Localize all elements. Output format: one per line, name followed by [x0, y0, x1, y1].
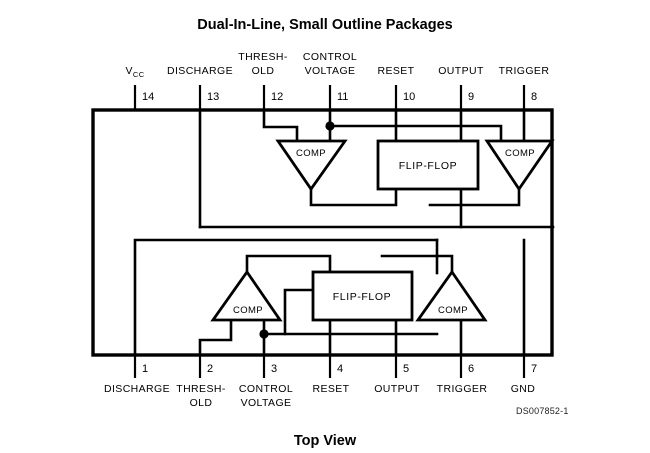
lower-left-comparator-label: COMP	[233, 305, 263, 316]
top-pin-number-13: 13	[207, 91, 219, 103]
wire-lower-ff-input-a	[283, 288, 315, 336]
top-pin-labels: VCC DISCHARGE THRESH- OLD CONTROL VOLTAG…	[125, 51, 550, 79]
bottom-pin-number-5: 5	[403, 363, 409, 375]
top-pin-11-label-line2: VOLTAGE	[305, 65, 356, 77]
flipflop-box	[311, 270, 414, 322]
lower-right-comparator: COMP	[415, 269, 488, 322]
top-pin-13-label: DISCHARGE	[167, 65, 233, 77]
upper-right-comparator: COMP	[484, 139, 555, 192]
top-pin-number-8: 8	[531, 91, 537, 103]
top-pin-10-label: RESET	[377, 65, 414, 77]
wire-lower-comp-right-output	[380, 254, 454, 274]
upper-left-comparator-label: COMP	[296, 148, 326, 159]
flipflop-box	[376, 139, 480, 191]
lower-left-comparator: COMP	[210, 269, 283, 322]
bottom-pin-number-1: 1	[142, 363, 148, 375]
bottom-pin-number-4: 4	[337, 363, 343, 375]
footer-caption: Top View	[294, 433, 357, 449]
bottom-pin-4-label: RESET	[312, 383, 349, 395]
top-pin-number-12: 12	[271, 91, 283, 103]
comparator-triangle	[210, 269, 283, 322]
upper-flipflop: FLIP-FLOP	[376, 139, 480, 191]
bottom-pin-5-label: OUTPUT	[374, 383, 420, 395]
lower-right-comparator-label: COMP	[438, 305, 468, 316]
top-pin-12-label-line1: THRESH-	[238, 51, 288, 63]
bottom-pin-3-label-line2: VOLTAGE	[241, 397, 292, 409]
bottom-pin-6-label: TRIGGER	[437, 383, 488, 395]
top-pin-14-text: V	[125, 65, 132, 77]
top-pin-stubs: 14 13 12 11 10 9 8	[133, 85, 537, 110]
bottom-pin-labels: DISCHARGE THRESH- OLD CONTROL VOLTAGE RE…	[104, 383, 535, 409]
lower-flipflop: FLIP-FLOP	[311, 270, 414, 322]
wire-upper-comp-right-output	[428, 187, 521, 207]
package-outline	[91, 108, 554, 357]
bottom-pin-1-label: DISCHARGE	[104, 383, 170, 395]
bottom-pin-2-label-line2: OLD	[190, 397, 213, 409]
top-pin-14-label: VCC	[125, 65, 144, 79]
junction-dot-lower	[259, 329, 269, 339]
top-pin-14-subscript: CC	[133, 70, 145, 79]
bottom-pin-number-2: 2	[207, 363, 213, 375]
comparator-triangle	[275, 139, 348, 192]
junction-dot-upper	[325, 121, 335, 131]
upper-section-wiring	[198, 108, 555, 229]
bottom-pin-2-label-line1: THRESH-	[176, 383, 226, 395]
bottom-pin-number-3: 3	[271, 363, 277, 375]
document-number: DS007852-1	[516, 406, 569, 416]
bottom-pin-stubs: 1 2 3 4 5 6 7	[133, 355, 537, 378]
lower-flipflop-label: FLIP-FLOP	[333, 291, 392, 303]
top-pin-11-label-line1: CONTROL	[303, 51, 357, 63]
top-pin-number-14: 14	[142, 91, 154, 103]
bottom-pin-7-label: GND	[511, 383, 536, 395]
wire-pin1-discharge	[133, 238, 439, 357]
top-pin-number-11: 11	[337, 91, 348, 103]
upper-flipflop-label: FLIP-FLOP	[399, 160, 458, 172]
top-pin-8-label: TRIGGER	[499, 65, 550, 77]
wire-pin2-threshold	[198, 319, 233, 357]
page-title: Dual-In-Line, Small Outline Packages	[197, 17, 452, 33]
svg-text:VCC: VCC	[125, 65, 144, 79]
upper-right-comparator-label: COMP	[505, 148, 535, 159]
lower-section-wiring	[133, 238, 526, 357]
comparator-triangle	[484, 139, 555, 192]
bottom-pin-number-7: 7	[531, 363, 537, 375]
comparator-triangle	[415, 269, 488, 322]
top-pin-9-label: OUTPUT	[438, 65, 484, 77]
bottom-pin-3-label-line1: CONTROL	[239, 383, 293, 395]
top-pin-number-9: 9	[468, 91, 474, 103]
wire-control-voltage-branch	[328, 124, 503, 143]
bottom-pin-number-6: 6	[468, 363, 474, 375]
wire-lower-comp-left-output	[245, 254, 332, 275]
top-pin-12-label-line2: OLD	[252, 65, 275, 77]
wire-pin12-threshold	[262, 108, 299, 143]
wire-upper-comp-left-output	[309, 187, 398, 207]
top-pin-number-10: 10	[403, 91, 415, 103]
upper-left-comparator: COMP	[275, 139, 348, 192]
